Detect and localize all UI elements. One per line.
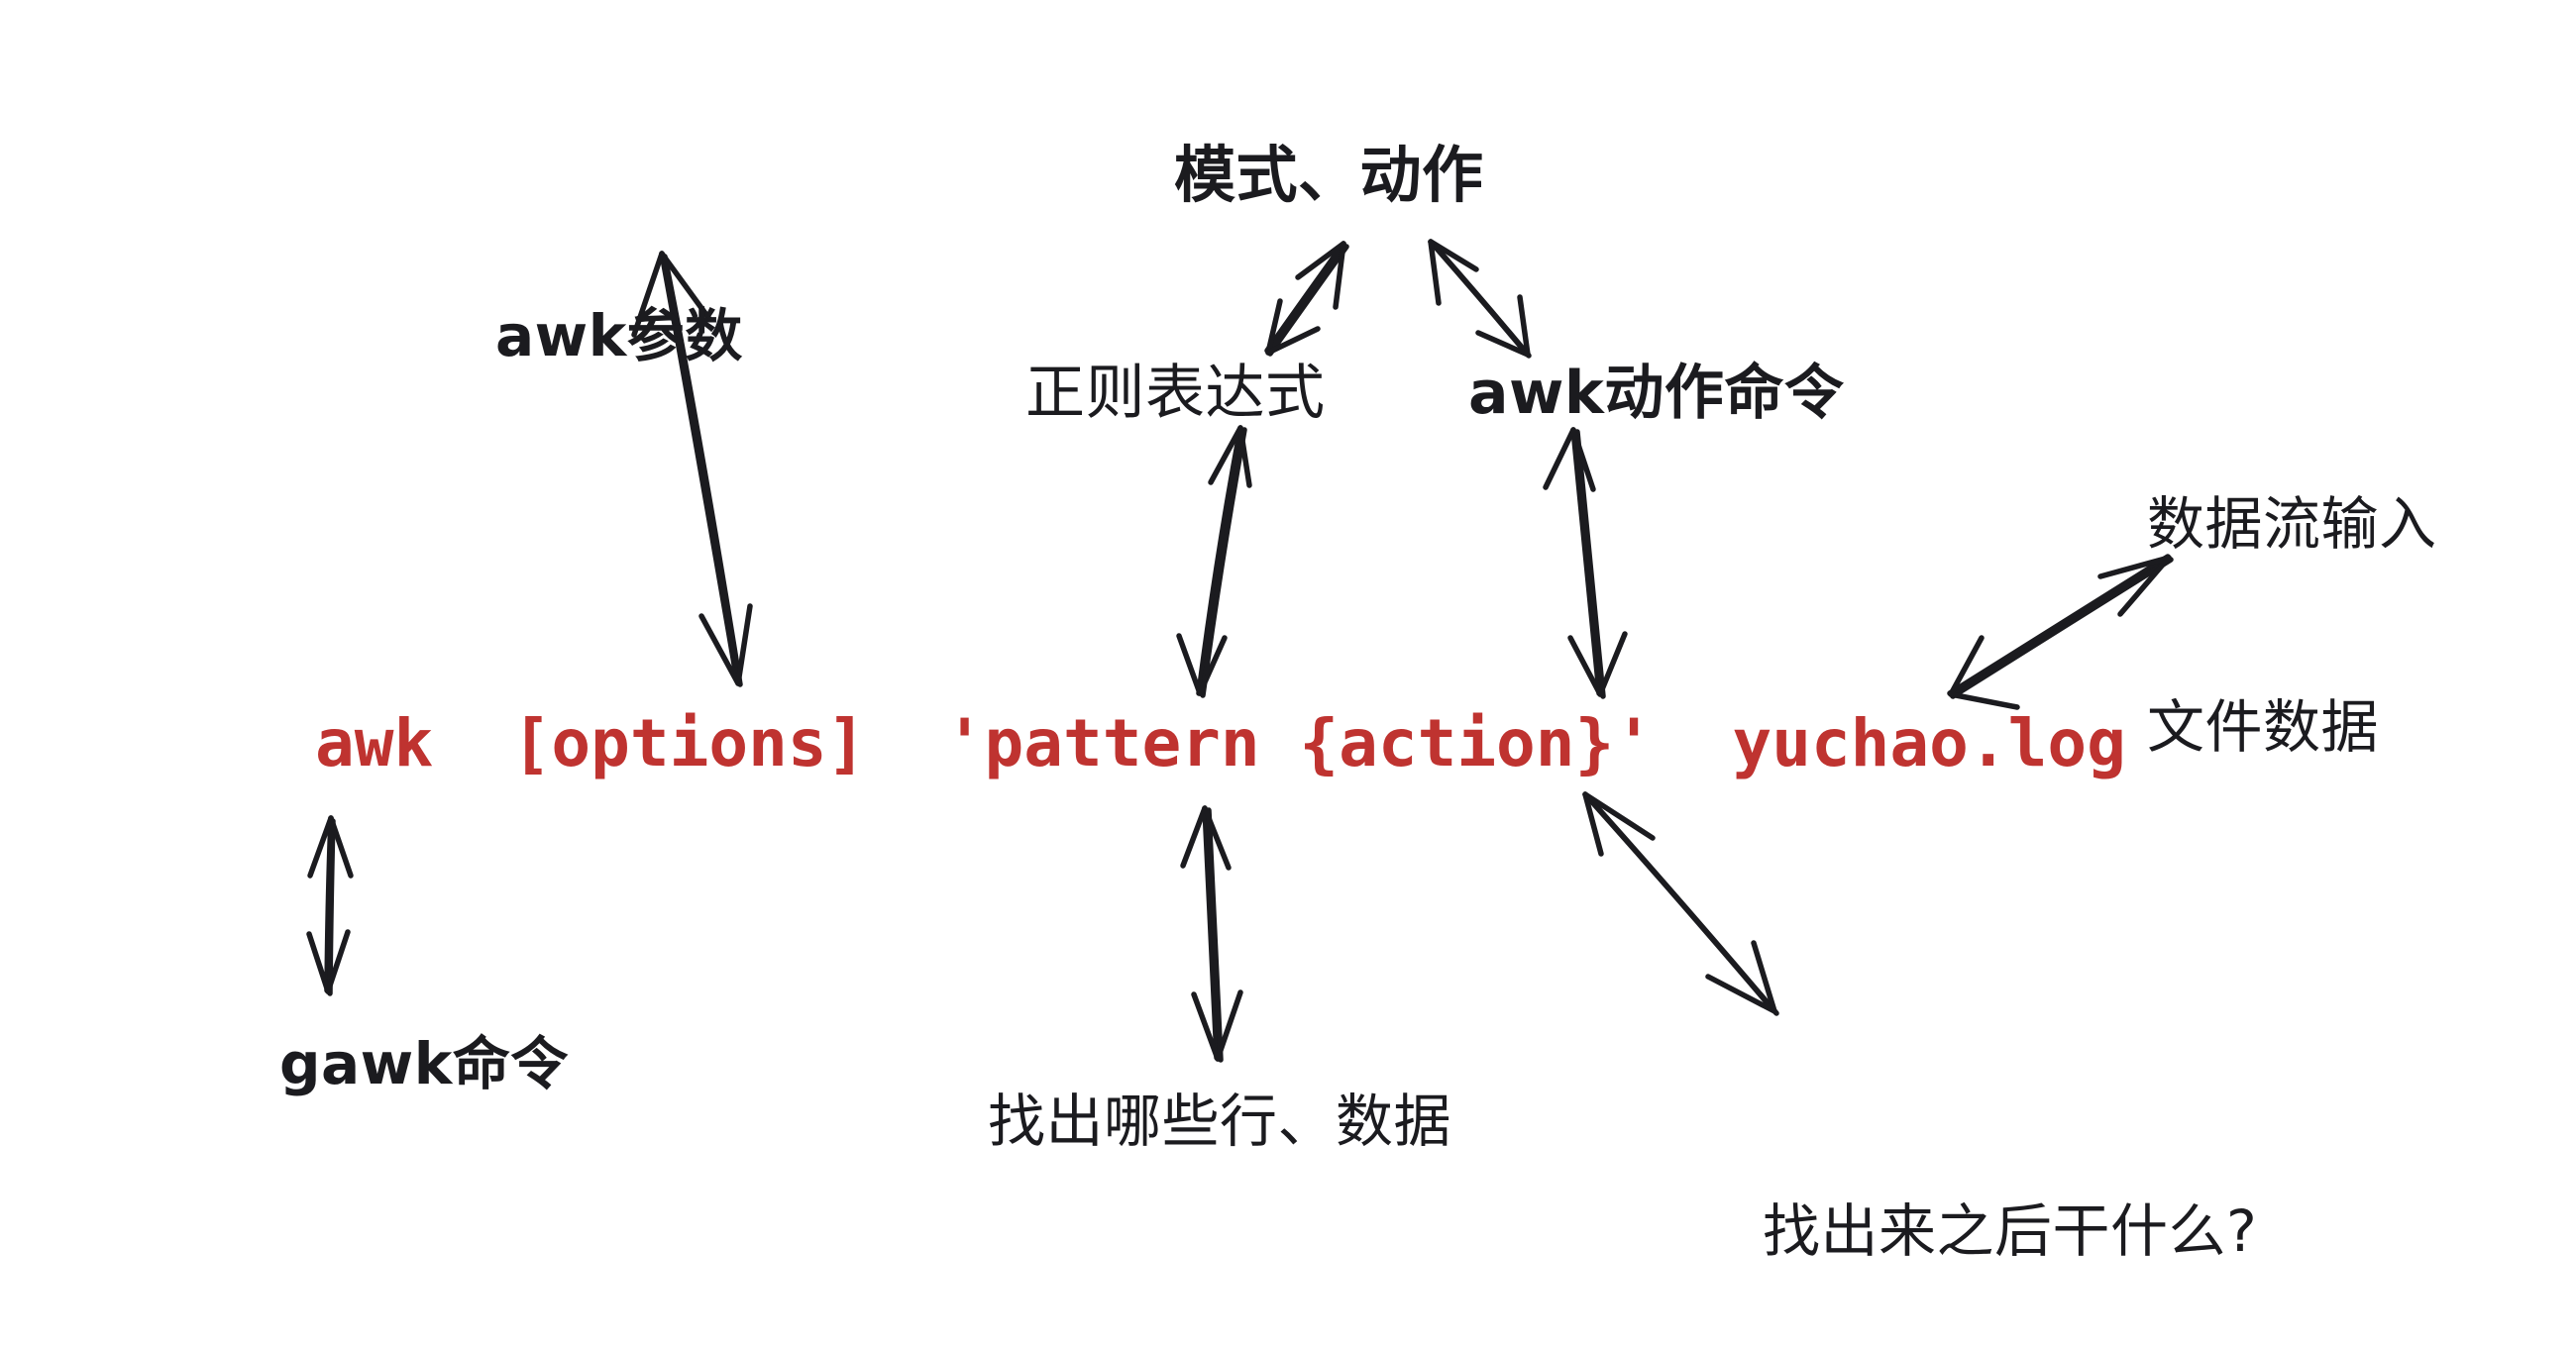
label-which-lines: 找出哪些行、数据 [988,1088,1452,1155]
command-line: awk [options] 'pattern {action}' yuchao.… [315,705,2126,781]
arrow-file-to-data-stream [1947,554,2174,710]
label-regex: 正则表达式 [1025,359,1326,428]
arrow-awk-action-to-action [1543,427,1628,699]
label-data-stream-input: 数据流输入 文件数据 [2147,355,2437,897]
arrow-regex-to-pattern [1176,425,1252,698]
arrow-pattern-to-which-lines [1180,805,1243,1063]
label-data-stream-line2: 文件数据 [2147,693,2380,762]
arrow-mode-action-to-awk-action [1428,239,1532,359]
arrow-mode-action-to-regex [1264,241,1349,357]
label-awk-action-command: awk动作命令 [1468,359,1845,428]
label-data-stream-line1: 数据流输入 [2147,489,2437,558]
label-awk-params: awk参数 [495,302,743,369]
arrow-action-to-then-what [1582,791,1779,1016]
label-then-what-line1: 找出来之后干什么? [1763,1196,2258,1265]
label-gawk-command: gawk命令 [279,1030,569,1097]
arrow-awk-to-gawk [306,815,354,996]
label-mode-action: 模式、动作 [1174,139,1484,211]
label-then-what: 找出来之后干什么? 打印? [1763,1062,2257,1349]
